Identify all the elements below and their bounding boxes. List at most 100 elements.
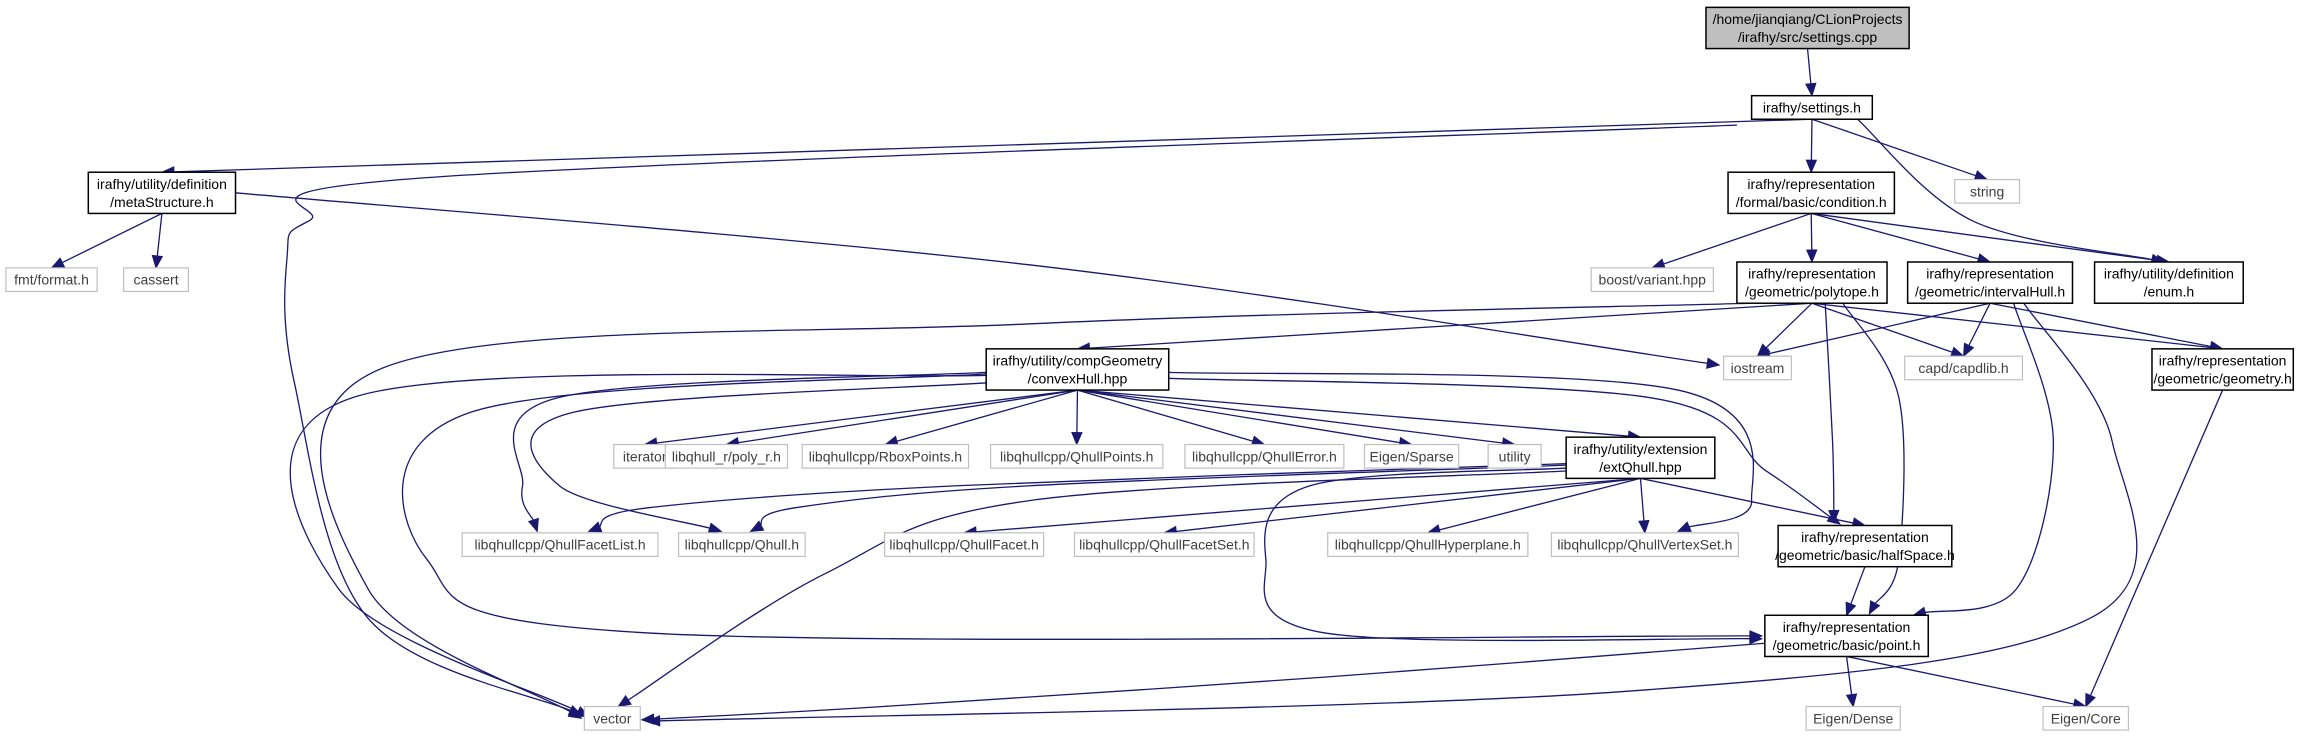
edge-line [512,371,987,523]
node-QhullHyperplane-h[interactable]: libqhullcpp/QhullHyperplane.h [1327,532,1529,557]
edge-line [1077,389,1255,443]
node-vector[interactable]: vector [583,705,641,731]
edge-settings-h-to-metaStructure-h [160,118,1812,178]
edge-line [1263,467,1752,642]
edge-polytope-h-to-halfSpace-h [1824,303,1840,524]
edge-point-h-to-vector [640,642,1765,725]
edge-line [626,470,1567,702]
node-box [1550,532,1739,557]
node-box [1764,614,1929,658]
node-box [1184,443,1345,469]
node-settings-h[interactable]: irafhy/settings.h [1750,94,1874,120]
node-condition-h[interactable]: irafhy/representation/formal/basic/condi… [1727,171,1896,215]
edge-convexHull-hpp-to-QhullFacetList-h [512,371,987,533]
node-label: libqhullcpp/QhullFacetSet.h [1079,537,1249,553]
edge-arrowhead [1845,693,1858,708]
node-geometry-h[interactable]: irafhy/representation/geometric/geometry… [2151,348,2295,391]
nodes-layer: /home/jianqiang/CLionProjects/irafhy/src… [5,6,2295,731]
edge-line [894,389,1078,443]
node-polytope-h[interactable]: irafhy/representation/geometric/polytope… [1736,261,1888,304]
node-label: /enum.h [2144,284,2195,300]
node-Eigen-Core[interactable]: Eigen/Core [2042,705,2130,731]
edge-arrowhead [1638,519,1650,535]
edge-line [974,477,1641,533]
edge-line [657,302,2138,722]
node-Eigen-Dense[interactable]: Eigen/Dense [1805,705,1901,731]
node-extQhull-hpp[interactable]: irafhy/utility/extension/extQhull.hpp [1565,436,1716,480]
edge-line [1077,389,1631,437]
edge-arrowhead [50,257,66,269]
node-Qhull-h[interactable]: libqhullcpp/Qhull.h [677,532,806,557]
edge-line [530,382,990,530]
edge-condition-h-to-boost-variant [1651,212,1812,270]
node-label: libqhullcpp/RboxPoints.h [809,448,962,464]
node-label: libqhullcpp/QhullFacet.h [889,537,1038,553]
edge-point-h-to-Eigen-Core [1846,655,2088,710]
node-box [123,267,190,293]
edge-arrowhead [1949,346,1965,358]
node-metaStructure-h[interactable]: irafhy/utility/definition/metaStructure.… [87,171,237,215]
node-label: irafhy/representation [1748,266,1876,282]
node-label: irafhy/utility/extension [1574,441,1708,457]
node-poly-r-h[interactable]: libqhull_r/poly_r.h [664,443,789,469]
edge-extQhull-hpp-to-Qhull-h [749,464,1567,532]
node-capdlib-h[interactable]: capd/capdlib.h [1904,355,2024,381]
node-label: irafhy/representation [1783,619,1911,635]
edge-line [1767,302,1991,355]
node-boost-variant[interactable]: boost/variant.hpp [1590,267,1714,293]
edge-arrowhead [640,713,655,725]
node-box [2151,348,2295,391]
node-QhullPoints-h[interactable]: libqhullcpp/QhullPoints.h [990,443,1164,469]
edge-convexHull-hpp-to-QhullError-h [1077,389,1266,447]
edge-line [1168,371,1755,529]
edge-arrowhead [527,517,539,533]
node-intervalHull-h[interactable]: irafhy/representation/geometric/interval… [1906,261,2074,304]
node-Eigen-Sparse[interactable]: Eigen/Sparse [1363,443,1460,469]
node-enum-h[interactable]: irafhy/utility/definition/enum.h [2093,261,2244,304]
node-point-h[interactable]: irafhy/representation/geometric/basic/po… [1764,614,1929,658]
edge-line [1967,302,1991,348]
edge-line [1087,302,1813,349]
node-label: /metaStructure.h [110,194,214,210]
node-label: cassert [133,272,178,288]
node-QhullVertexSet-h[interactable]: libqhullcpp/QhullVertexSet.h [1550,532,1739,557]
node-box [1565,436,1716,480]
node-halfSpace-h[interactable]: irafhy/representation/geometric/basic/ha… [1775,524,1955,568]
node-iostream[interactable]: iostream [1723,355,1792,381]
node-box [1750,94,1874,120]
node-box [87,171,237,215]
node-RboxPoints-h[interactable]: libqhullcpp/RboxPoints.h [801,443,970,469]
node-QhullFacetSet-h[interactable]: libqhullcpp/QhullFacetSet.h [1073,532,1255,557]
edge-arrowhead [1805,82,1817,97]
edge-arrowhead [2085,692,2096,708]
edge-arrowhead [587,521,603,533]
edge-intervalHull-h-to-point-h [1912,303,2055,618]
node-fmt-format-h[interactable]: fmt/format.h [5,267,98,293]
edge-arrowhead [1749,632,1764,645]
node-QhullFacetList-h[interactable]: libqhullcpp/QhullFacetList.h [461,532,659,557]
edge-line [1824,303,1835,513]
node-iterator[interactable]: iterator [613,443,677,469]
edge-line [597,463,1567,529]
node-settings-cpp[interactable]: /home/jianqiang/CLionProjects/irafhy/src… [1705,6,1910,50]
edge-extQhull-hpp-to-QhullFacetSet-h [1163,477,1641,538]
edge-arrowhead [1868,600,1881,615]
node-QhullFacet-h[interactable]: libqhullcpp/QhullFacet.h [884,532,1045,557]
node-utility[interactable]: utility [1487,443,1542,469]
node-string[interactable]: string [1954,178,2021,204]
edge-arrowhead [151,254,164,270]
node-label: libqhullcpp/Qhull.h [685,537,799,553]
edge-line [1846,655,2077,706]
node-label: fmt/format.h [14,272,89,288]
edge-arrowhead [617,694,632,708]
edge-line [651,642,1765,720]
edge-convexHull-hpp-to-QhullPoints-h [1071,390,1083,446]
edge-arrowhead [1845,601,1857,617]
node-label: libqhullcpp/QhullVertexSet.h [1557,537,1732,553]
node-convexHull-hpp[interactable]: irafhy/utility/compGeometry/convexHull.h… [985,348,1170,391]
node-label: irafhy/settings.h [1763,99,1861,115]
edge-line [1764,302,1813,350]
node-QhullError-h[interactable]: libqhullcpp/QhullError.h [1184,443,1345,469]
edge-condition-h-to-polytope-h [1806,213,1818,264]
node-cassert[interactable]: cassert [123,267,190,293]
